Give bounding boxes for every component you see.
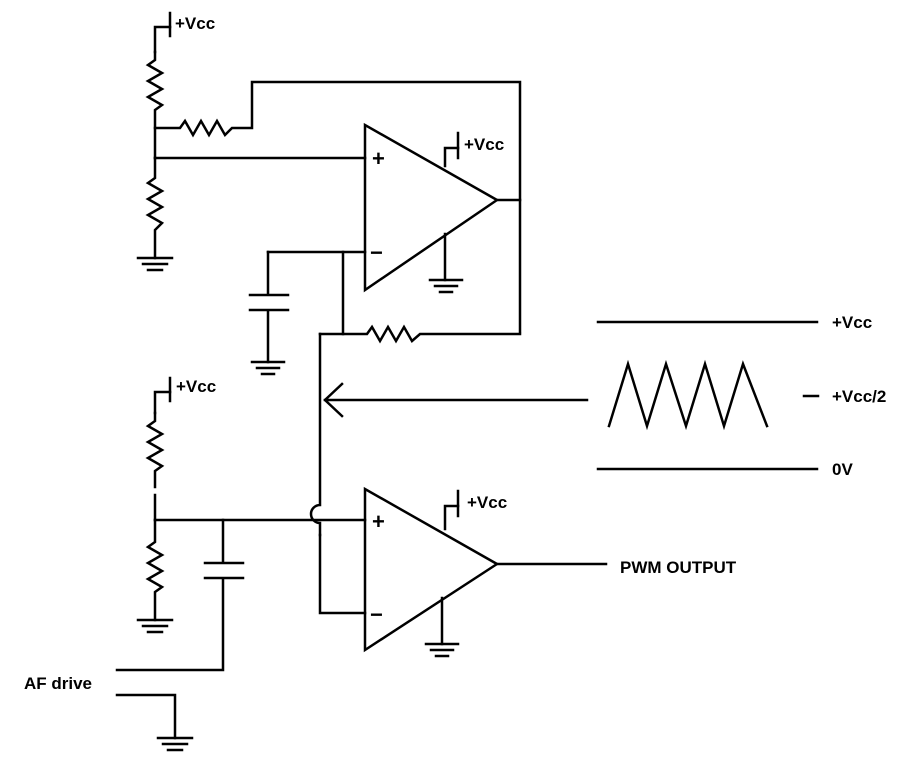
af-ground-icon <box>156 736 194 752</box>
opamp-2-vcc-supply <box>443 489 460 531</box>
opamp-1-plus-sign: + <box>372 146 385 171</box>
opamp-1-ground-icon <box>428 232 464 294</box>
opamp-1-minus-sign: − <box>370 240 383 265</box>
ground-icon <box>136 256 174 272</box>
pwm-output-label: PWM OUTPUT <box>620 558 737 577</box>
opamp-2-ground-icon <box>424 596 460 658</box>
opamp-2-minus-sign: − <box>370 602 383 627</box>
opamp-2 <box>363 486 500 653</box>
opamp-1-vcc-label: +Vcc <box>464 135 504 154</box>
hysteresis-resistor <box>153 80 522 334</box>
opamp-1-vcc-supply <box>443 131 460 168</box>
opamp-2-plus-sign: + <box>372 509 385 534</box>
inv-input-wire-2 <box>318 533 367 615</box>
opamp-2-vcc-label: +Vcc <box>467 493 507 512</box>
middle-vcc-supply <box>153 376 172 415</box>
feedback-resistor <box>318 324 522 344</box>
capacitor-ground-icon <box>250 360 286 376</box>
timing-capacitor <box>248 250 290 364</box>
af-drive-return <box>115 693 177 740</box>
top-bias-resistor-lower <box>145 156 165 260</box>
middle-ground-icon <box>136 618 174 634</box>
af-drive-label: AF drive <box>24 674 92 693</box>
triangle-wave-arrow <box>323 382 589 418</box>
wave-low-label: 0V <box>832 460 853 479</box>
triangle-waveform <box>607 359 769 431</box>
triangle-wave-line <box>309 332 322 537</box>
coupling-capacitor <box>115 518 245 672</box>
wave-mid-label: +Vcc/2 <box>832 387 886 406</box>
wave-high-label: +Vcc <box>832 313 872 332</box>
middle-bias-resistor-lower <box>145 518 165 622</box>
middle-vcc-label: +Vcc <box>176 377 216 396</box>
middle-bias-resistor-upper <box>145 411 165 489</box>
top-vcc-supply <box>153 11 172 54</box>
top-bias-resistor-upper <box>145 50 165 160</box>
top-vcc-label: +Vcc <box>175 14 215 33</box>
opamp-1 <box>363 122 500 293</box>
